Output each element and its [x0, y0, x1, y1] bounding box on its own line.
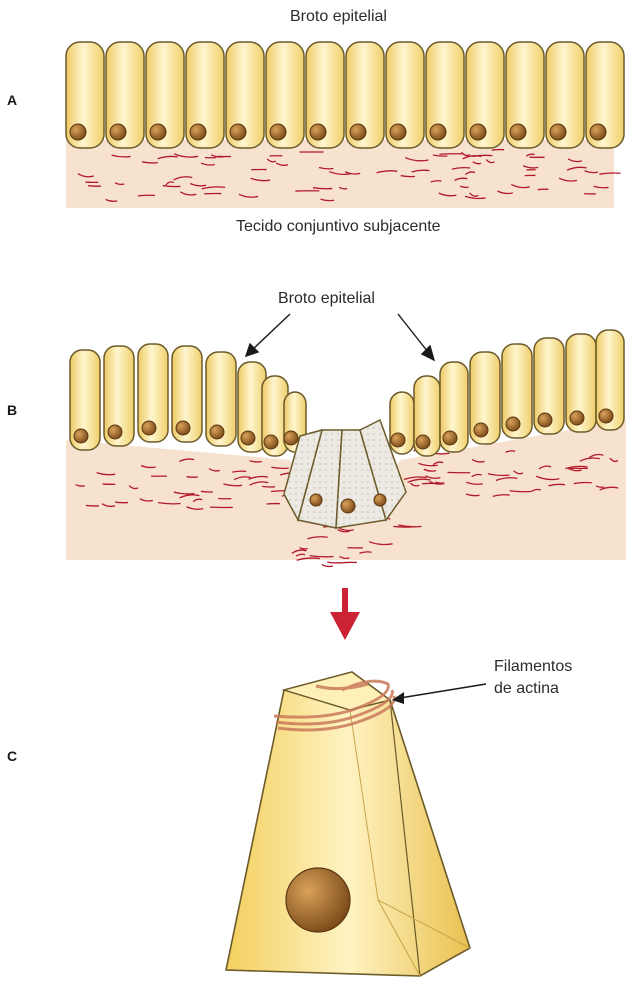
cell-nucleus	[210, 425, 224, 439]
cell-nucleus	[74, 429, 88, 443]
cell-nucleus	[470, 124, 486, 140]
invaginating-cells	[284, 420, 406, 528]
cell-nucleus	[590, 124, 606, 140]
cell-nucleus	[570, 411, 584, 425]
cell-nucleus	[110, 124, 126, 140]
cell-nucleus	[550, 124, 566, 140]
cell-nucleus	[241, 431, 255, 445]
cell-nucleus	[350, 124, 366, 140]
cell-nucleus	[230, 124, 246, 140]
transition-arrow	[330, 588, 360, 640]
cell-nucleus	[506, 417, 520, 431]
panel-b-tissue	[66, 314, 626, 567]
cell-nucleus	[538, 413, 552, 427]
panel-b-pointer-arrows	[246, 314, 434, 360]
filament-pointer-line	[400, 684, 486, 698]
cell-nucleus	[142, 421, 156, 435]
nucleus-icon	[286, 868, 350, 932]
cell-nucleus	[510, 124, 526, 140]
cell-nucleus	[176, 421, 190, 435]
cell-nucleus	[391, 433, 405, 447]
cell-nucleus	[284, 431, 298, 445]
isolated-cell	[226, 672, 486, 976]
cell-nucleus	[390, 124, 406, 140]
cell-nucleus	[416, 435, 430, 449]
cell-nucleus	[443, 431, 457, 445]
cell-nucleus	[150, 124, 166, 140]
cell-nucleus	[599, 409, 613, 423]
cell-nucleus	[264, 435, 278, 449]
cell-nucleus	[474, 423, 488, 437]
cell-nucleus	[310, 124, 326, 140]
cell-nucleus	[108, 425, 122, 439]
cell-nucleus	[270, 124, 286, 140]
panel-a-tissue	[66, 42, 624, 208]
cell-nucleus	[190, 124, 206, 140]
panel-a-epithelium	[66, 42, 624, 148]
cell-nucleus	[70, 124, 86, 140]
cell-nucleus	[430, 124, 446, 140]
